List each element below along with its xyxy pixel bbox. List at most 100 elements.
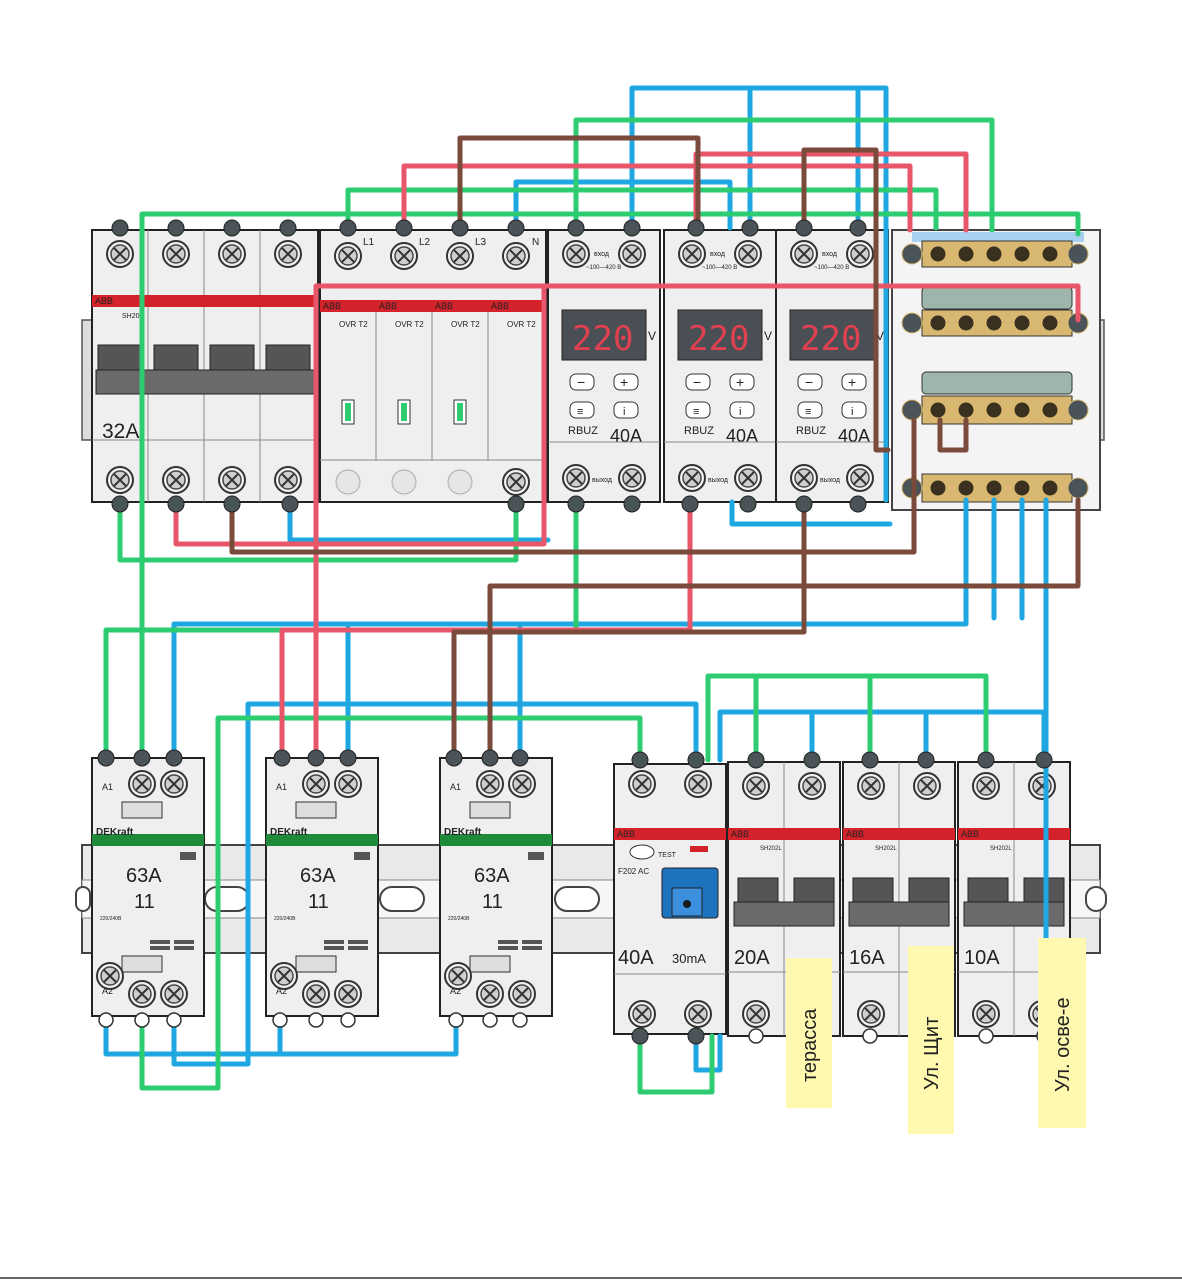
contactor-rating: 63A bbox=[300, 865, 336, 887]
terminal-screw bbox=[983, 477, 1005, 499]
spd-model-4: OVR T2 bbox=[507, 320, 536, 329]
terminal-node bbox=[687, 1027, 705, 1045]
note-street-lighting-label: Ул. осве-е bbox=[1052, 997, 1074, 1092]
terminal-screw bbox=[1067, 477, 1089, 499]
spd-brand-4: ABB bbox=[491, 301, 509, 311]
spd-terminal-l3: L3 bbox=[475, 237, 487, 248]
terminal-screw bbox=[955, 312, 977, 334]
terminal-node bbox=[681, 495, 699, 513]
relay-unit: V bbox=[648, 329, 656, 343]
relay-rating: 40A bbox=[838, 426, 870, 446]
contactor-brand: DEKraft bbox=[270, 827, 308, 838]
terminal-node bbox=[273, 749, 291, 767]
main-breaker-model: SH20 bbox=[122, 313, 140, 320]
wires bbox=[103, 85, 1081, 1095]
terminal-node bbox=[849, 495, 867, 513]
terminal-node bbox=[567, 495, 585, 513]
terminal-node bbox=[917, 751, 935, 769]
contactor-a1: A1 bbox=[276, 782, 287, 792]
terminal-screw bbox=[983, 399, 1005, 421]
breaker-model: SH202L bbox=[875, 846, 897, 852]
main-breaker-brand: ABB bbox=[95, 296, 113, 306]
terminal-node bbox=[167, 219, 185, 237]
rcd-model: F202 AC bbox=[618, 867, 649, 876]
terminal-node bbox=[451, 219, 469, 237]
contactor-brand: DEKraft bbox=[96, 827, 134, 838]
terminal-node bbox=[631, 751, 649, 769]
terminal-screw bbox=[927, 399, 949, 421]
terminal-screw bbox=[955, 243, 977, 265]
spd-terminal-n: N bbox=[532, 237, 539, 248]
relay-display: 220 bbox=[800, 319, 861, 359]
spd-brand-2: ABB bbox=[379, 301, 397, 311]
contactor-rating: 63A bbox=[474, 865, 510, 887]
terminal-node bbox=[861, 751, 879, 769]
terminal-screw bbox=[927, 243, 949, 265]
relay-display: 220 bbox=[572, 319, 633, 359]
contactor-contacts: 11 bbox=[308, 891, 329, 913]
relay-display: 220 bbox=[688, 319, 749, 359]
breaker-brand: ABB bbox=[731, 829, 749, 839]
svg-text:+: + bbox=[848, 374, 856, 390]
terminal-node bbox=[687, 751, 705, 769]
voltage-relay-1: вход ~100—420 В 220 V − + ≡ i RBUZ 40A в… bbox=[547, 229, 661, 503]
rcd-test: TEST bbox=[658, 852, 677, 859]
terminal-screw bbox=[901, 243, 923, 265]
spd-model-2: OVR T2 bbox=[395, 320, 424, 329]
output-node bbox=[862, 1028, 878, 1044]
relay-unit: V bbox=[764, 329, 772, 343]
note-street-panel-label: Ул. Щит bbox=[921, 1017, 943, 1090]
breaker-rating: 10A bbox=[964, 947, 1000, 969]
terminal-node bbox=[567, 219, 585, 237]
spd-terminal-l1: L1 bbox=[363, 237, 375, 248]
terminal-node bbox=[507, 495, 525, 513]
relay-range: ~100—420 В bbox=[586, 265, 621, 271]
svg-text:i: i bbox=[623, 406, 625, 418]
relay-in-label: вход bbox=[710, 251, 725, 258]
terminal-node bbox=[739, 495, 757, 513]
terminal-screw bbox=[955, 399, 977, 421]
rcd-sensitivity: 30mA bbox=[672, 951, 706, 966]
svg-text:−: − bbox=[805, 374, 813, 390]
breaker-brand: ABB bbox=[846, 829, 864, 839]
relay-in-label: вход bbox=[594, 251, 609, 258]
spd-brand-3: ABB bbox=[435, 301, 453, 311]
breaker-model: SH202L bbox=[760, 846, 782, 852]
terminal-block bbox=[891, 229, 1101, 511]
terminal-screw bbox=[1039, 312, 1061, 334]
contactor-contacts: 11 bbox=[482, 891, 503, 913]
wire-blue bbox=[103, 85, 1049, 1073]
terminal-node bbox=[339, 219, 357, 237]
terminal-node bbox=[481, 749, 499, 767]
contactors: DEKraft 63A 11 220/240В A1 A2 DEKraft 63… bbox=[91, 757, 553, 1017]
relay-out-label: выход bbox=[820, 477, 840, 484]
terminal-node bbox=[795, 495, 813, 513]
contactor-rating: 63A bbox=[126, 865, 162, 887]
output-node bbox=[512, 1012, 528, 1028]
note-terrace: терасса bbox=[786, 958, 832, 1108]
terminal-node bbox=[97, 749, 115, 767]
terminal-node bbox=[623, 495, 641, 513]
terminal-node bbox=[133, 749, 151, 767]
terminal-screw bbox=[1011, 399, 1033, 421]
wire-green bbox=[103, 117, 1081, 1095]
voltage-relay-2: вход ~100—420 В 220 V − + ≡ i RBUZ 40A в… bbox=[663, 229, 777, 503]
contactor-brand: DEKraft bbox=[444, 827, 482, 838]
output-node bbox=[748, 1028, 764, 1044]
terminal-screw bbox=[1011, 243, 1033, 265]
contactor-a1: A1 bbox=[102, 782, 113, 792]
wire-brown bbox=[229, 135, 1081, 761]
note-street-panel: Ул. Щит bbox=[908, 946, 954, 1134]
contactor-a1: A1 bbox=[450, 782, 461, 792]
contactor-contacts: 11 bbox=[134, 891, 155, 913]
terminal-screw bbox=[983, 243, 1005, 265]
rcd: ABB TEST F202 AC 40A 30mA bbox=[613, 763, 727, 1035]
spd-model-1: OVR T2 bbox=[339, 320, 368, 329]
terminal-screw bbox=[1039, 477, 1061, 499]
breaker-rating: 16A bbox=[849, 947, 885, 969]
output-node bbox=[166, 1012, 182, 1028]
terminal-screw bbox=[1039, 243, 1061, 265]
terminal-node bbox=[395, 219, 413, 237]
relay-rating: 40A bbox=[726, 426, 758, 446]
